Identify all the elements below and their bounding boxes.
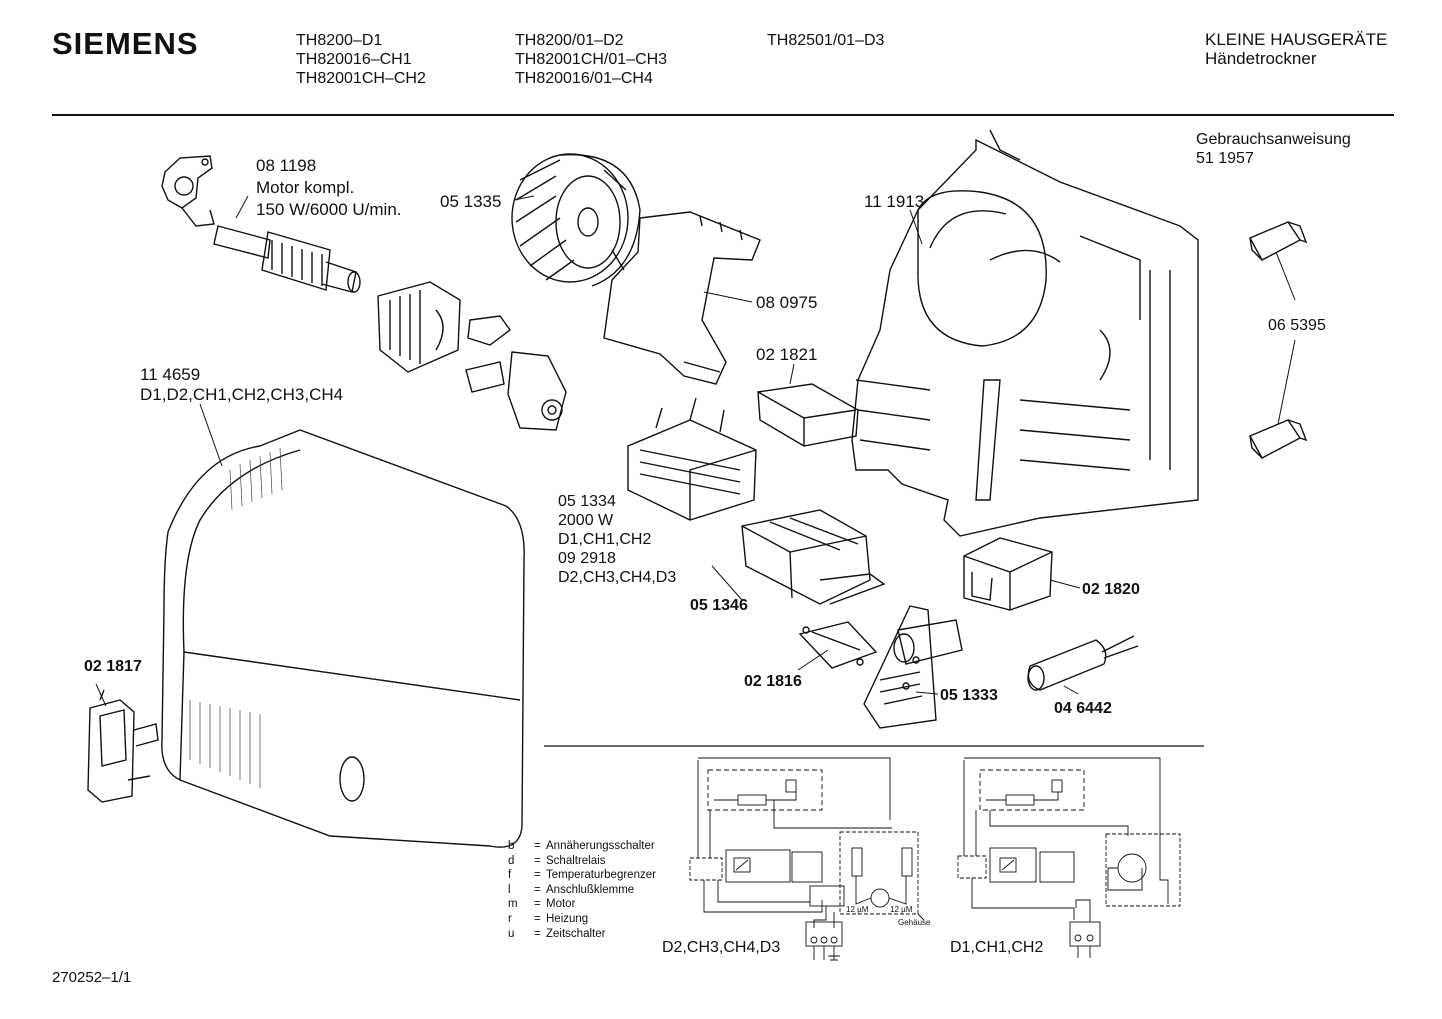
model-code: TH82001CH–CH2: [296, 70, 426, 87]
document-id: 270252–1/1: [52, 969, 132, 986]
brand-logo: SIEMENS: [52, 26, 199, 61]
part-number-heater: 05 1334: [558, 493, 616, 510]
capacitor-part: [1027, 635, 1139, 691]
part-variants-heater-alt: D2,CH3,CH4,D3: [558, 569, 677, 586]
cover-part: [161, 429, 525, 848]
part-number-capacitor: 04 6442: [1054, 700, 1112, 717]
part-number-feet: 06 5395: [1268, 317, 1326, 334]
capacitor-value-label: 12 µM: [846, 905, 869, 914]
part-number-housing-frame: 11 1913: [864, 192, 925, 211]
model-list-2: TH8200/01–D2 TH82001CH/01–CH3 TH820016/0…: [515, 31, 667, 88]
motor-armature-part: [213, 225, 361, 293]
legend-item: m=Motor: [508, 898, 576, 911]
part-number-box: 02 1821: [756, 345, 818, 364]
header-divider: [52, 114, 1394, 116]
part-number-heater-alt: 09 2918: [558, 550, 616, 567]
rubber-foot-part: [1249, 221, 1308, 261]
part-variants-cover: D1,D2,CH1,CH2,CH3,CH4: [140, 385, 344, 404]
model-code: TH82001CH/01–CH3: [515, 51, 668, 68]
model-list-3: TH82501/01–D3: [767, 31, 884, 50]
legend-item: d=Schaltrelais: [508, 854, 606, 867]
bracket-part: [741, 509, 886, 605]
legend-item: u=Zeitschalter: [508, 927, 606, 940]
part-number-fan-wheel: 05 1335: [440, 192, 502, 211]
part-number-bracket: 05 1346: [690, 597, 748, 614]
housing-frame-part: [851, 129, 1199, 537]
cover-hatching: [189, 447, 283, 788]
motor-stator-part: [377, 281, 567, 431]
manual-number: 51 1957: [1196, 150, 1254, 167]
schematic-right-variants: D1,CH1,CH2: [950, 939, 1044, 956]
legend-item: b=Annäherungsschalter: [508, 840, 655, 852]
part-number-cover: 11 4659: [140, 365, 201, 384]
legend-item: l=Anschlußklemme: [508, 883, 635, 896]
circuit-schematic-left: [689, 757, 925, 961]
model-code: TH82501/01–D3: [767, 32, 885, 49]
terminal-part: [798, 621, 878, 669]
part-desc-heater: 2000 W: [558, 512, 614, 529]
part-number-switch: 02 1817: [84, 658, 142, 675]
fan-wheel-part: [511, 153, 641, 287]
part-number-terminal: 02 1816: [744, 673, 802, 690]
air-duct-part: [603, 211, 761, 385]
part-number-air-duct: 08 0975: [756, 293, 818, 312]
part-number-relay: 02 1820: [1082, 581, 1140, 598]
manual-label: Gebrauchsanweisung: [1196, 131, 1351, 148]
control-board-part: [863, 605, 963, 729]
product-name: Händetrockner: [1205, 49, 1317, 68]
model-code: TH820016–CH1: [296, 51, 412, 68]
motor-bracket-part: [161, 155, 215, 227]
part-variants-heater: D1,CH1,CH2: [558, 531, 652, 548]
case-label: Gehäuse: [898, 918, 931, 927]
capacitor-value-label: 12 µM: [890, 905, 913, 914]
model-code: TH8200–D1: [296, 32, 383, 49]
circuit-schematic-right: [957, 757, 1181, 958]
part-desc-motor: Motor kompl.: [256, 178, 355, 197]
switch-part: [87, 689, 159, 803]
model-list-1: TH8200–D1 TH820016–CH1 TH82001CH–CH2: [296, 31, 426, 88]
relay-part: [963, 537, 1053, 611]
leader-lines: [95, 195, 1296, 707]
rubber-foot-part: [1249, 419, 1308, 459]
schematic-left-variants: D2,CH3,CH4,D3: [662, 939, 781, 956]
heater-part: [627, 397, 757, 521]
model-code: TH820016/01–CH4: [515, 70, 653, 87]
legend-item: f=Temperaturbegrenzer: [508, 869, 656, 882]
box-part: [757, 383, 859, 447]
category-title: KLEINE HAUSGERÄTE: [1205, 30, 1388, 49]
model-code: TH8200/01–D2: [515, 32, 624, 49]
part-spec-motor: 150 W/6000 U/min.: [256, 200, 402, 219]
category-block: KLEINE HAUSGERÄTE Händetrockner: [1205, 30, 1387, 68]
part-number-motor: 08 1198: [256, 156, 317, 175]
part-number-board: 05 1333: [940, 687, 998, 704]
schematic-legend: b=Annäherungsschalter d=Schaltrelais f=T…: [508, 839, 656, 941]
legend-item: r=Heizung: [508, 912, 589, 925]
